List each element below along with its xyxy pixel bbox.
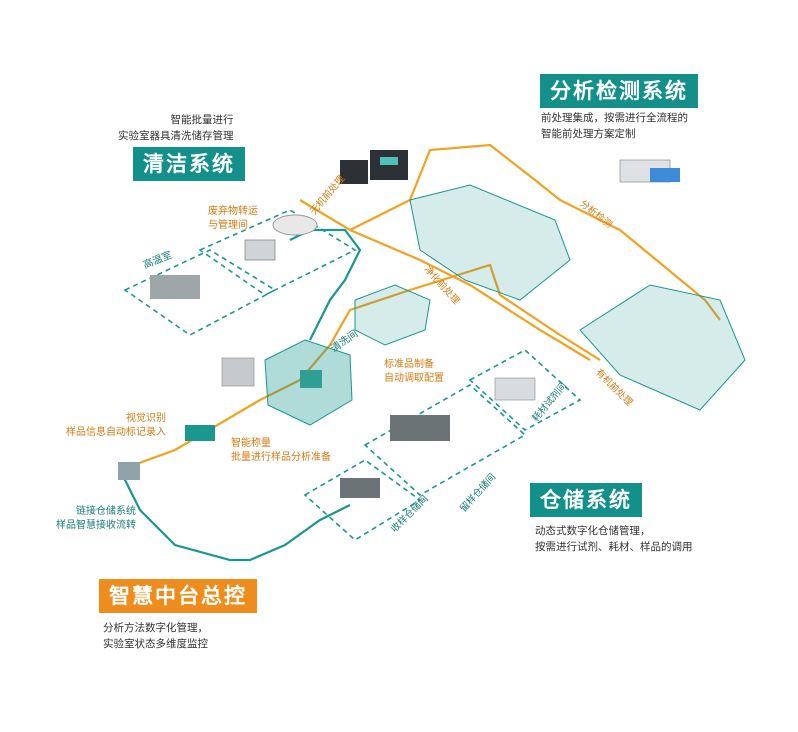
lab-instrument-icon xyxy=(340,150,408,184)
desc-line: 按需进行试剂、耗材、样品的调用 xyxy=(535,541,693,553)
cleaning-system-title: 清洁系统 xyxy=(133,147,245,181)
orange-flow-main xyxy=(119,263,601,472)
control-system-title: 智慧中台总控 xyxy=(99,579,257,613)
label-line: 标准品制备 xyxy=(384,359,434,370)
storage-receiving-outline xyxy=(303,459,422,541)
control-system-desc: 分析方法数字化管理， 实验室状态多维度监控 xyxy=(103,620,208,652)
waste-room-label: 废弃物转运 与管理间 xyxy=(208,205,258,233)
storage-shelf-icon xyxy=(150,275,536,498)
desc-line: 智能前处理方案定制 xyxy=(541,128,636,140)
room-outlines xyxy=(123,209,582,541)
desc-line: 前处理集成，按需进行全流程的 xyxy=(541,112,688,124)
orange-flow-purify xyxy=(349,228,591,361)
desc-line: 实验室状态多维度监控 xyxy=(103,638,208,650)
desc-line: 实验室器具清洗储存管理 xyxy=(118,130,234,142)
high-temp-room-outline xyxy=(123,249,277,336)
flow-paths xyxy=(119,143,721,562)
storage-system-desc: 动态式数字化仓储管理， 按需进行试剂、耗材、样品的调用 xyxy=(535,523,693,555)
orange-flow-top xyxy=(299,143,721,321)
equipment xyxy=(118,150,680,498)
storage-system-title: 仓储系统 xyxy=(530,483,642,517)
analysis-system-title: 分析检测系统 xyxy=(540,74,698,108)
analysis-system-desc: 前处理集成，按需进行全流程的 智能前处理方案定制 xyxy=(541,110,688,142)
label-line: 视觉识别 xyxy=(126,413,166,424)
standard-prep-label: 标准品制备 自动调取配置 xyxy=(384,358,444,386)
teal-flow-bottom xyxy=(119,469,351,562)
robot-arm-icon xyxy=(118,159,680,480)
desc-line: 动态式数字化仓储管理， xyxy=(535,525,651,537)
waste-room-outline xyxy=(198,209,357,296)
desc-line: 智能批量进行 xyxy=(170,114,234,126)
label-line: 自动调取配置 xyxy=(384,373,444,384)
label-line: 批量进行样品分析准备 xyxy=(231,452,331,463)
teal-flow-cleaning xyxy=(289,228,362,341)
washing-room-block xyxy=(354,284,431,346)
label-line: 废弃物转运 xyxy=(208,206,258,217)
label-line: 与管理间 xyxy=(208,220,248,231)
visual-id-label: 视觉识别 样品信息自动标记录入 xyxy=(66,412,166,440)
organic-room-block xyxy=(579,284,746,411)
cleaning-system-desc: 智能批量进行 实验室器具清洗储存管理 xyxy=(118,112,234,144)
label-line: 样品智慧接收流转 xyxy=(56,520,136,531)
centrifuge-icon xyxy=(244,214,318,261)
desc-line: 分析方法数字化管理， xyxy=(103,622,208,634)
link-storage-label: 链接仓储系统 样品智慧接收流转 xyxy=(56,505,136,533)
label-line: 智能称量 xyxy=(231,438,271,449)
smart-weighing-label: 智能称量 批量进行样品分析准备 xyxy=(231,437,331,465)
storage-consumables-outline xyxy=(468,349,582,431)
label-line: 链接仓储系统 xyxy=(76,506,136,517)
analysis-room-block xyxy=(409,184,571,301)
label-line: 样品信息自动标记录入 xyxy=(66,427,166,438)
